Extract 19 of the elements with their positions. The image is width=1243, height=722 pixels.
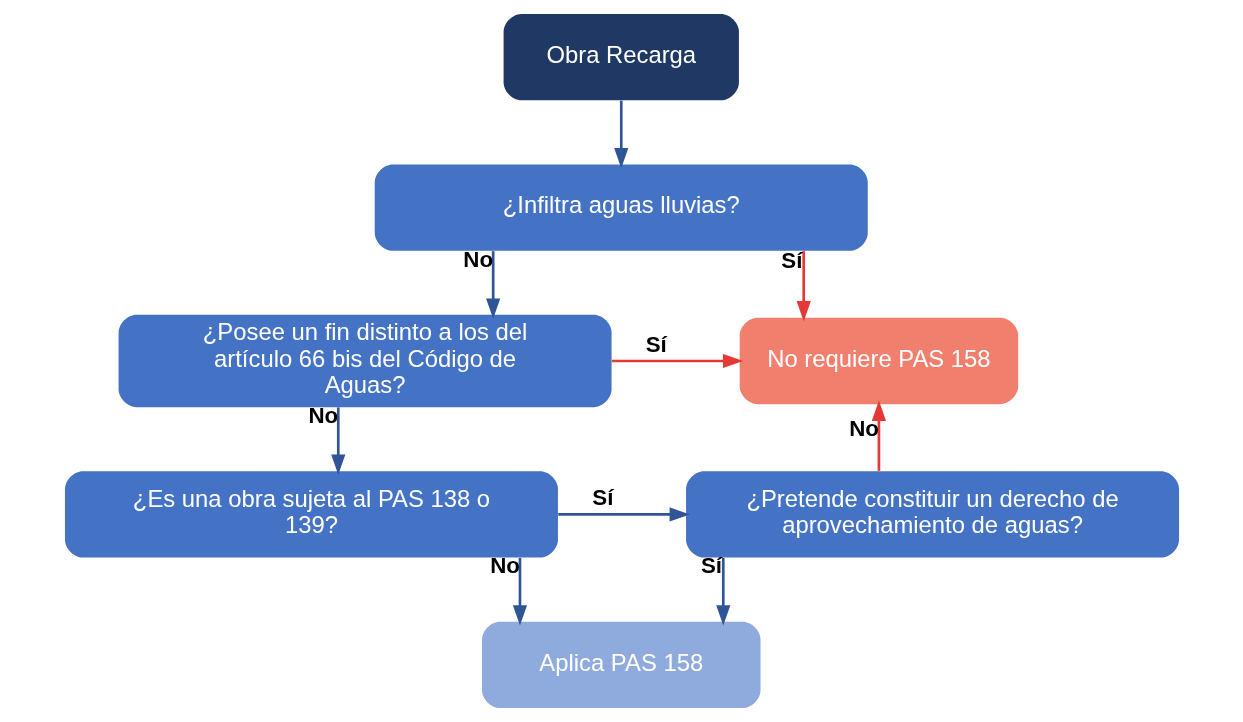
arrow xyxy=(796,251,811,322)
node-box: No requiere PAS 158 xyxy=(739,317,1018,405)
edge-label: No xyxy=(848,416,879,442)
arrow xyxy=(613,100,628,169)
arrow xyxy=(611,353,743,369)
node-box: Aplica PAS 158 xyxy=(481,621,760,709)
node-box: ¿Pretende constituir un derecho de aprovechamiento de aguas? xyxy=(685,471,1179,558)
arrow xyxy=(715,557,730,626)
arrow xyxy=(512,557,527,626)
node-box: Obra Recarga xyxy=(503,13,739,101)
node-box: ¿Infiltra aguas lluvias? xyxy=(374,164,868,251)
arrow xyxy=(557,507,690,522)
arrow xyxy=(485,251,500,319)
edge-label: Sí xyxy=(645,332,667,358)
arrow xyxy=(330,407,345,475)
node-box: ¿Es una obra sujeta al PAS 138 o 139? xyxy=(64,471,558,558)
node-box: ¿Posee un fin distinto a los del artículo 66 bis del Código de Aguas? xyxy=(118,314,612,408)
edge-label: Sí xyxy=(591,485,613,511)
arrow xyxy=(871,400,886,471)
